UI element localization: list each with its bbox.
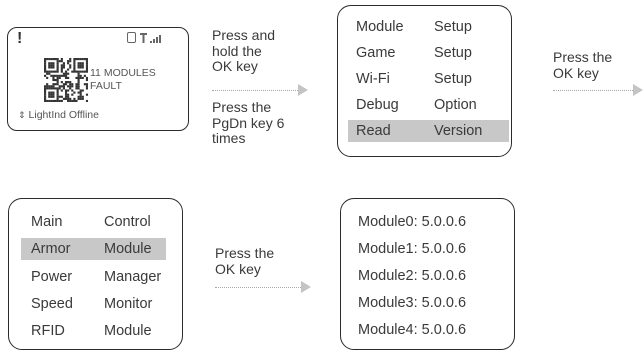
menu-screen-read: Main Control Armor Module Power Manager …	[8, 198, 183, 350]
step1-line: PgDn key 6	[212, 114, 285, 131]
offline-label: LightInd Offline	[28, 109, 99, 121]
signal-strength-icon	[140, 33, 161, 43]
alert-icon: !	[17, 30, 23, 47]
version-row: Module2: 5.0.0.6	[358, 268, 467, 284]
offline-status: ⇕LightInd Offline	[18, 109, 99, 121]
flow-arrow-icon	[298, 84, 308, 96]
menu-item-left: Main	[31, 214, 63, 230]
step1-line: OK key	[212, 58, 258, 74]
menu-item-right: Monitor	[104, 296, 153, 312]
menu-item-right: Module	[104, 323, 152, 339]
step3-instruction: Press the OK key	[215, 245, 275, 277]
step1-instruction-a: Press and hold the OK key	[212, 27, 276, 75]
menu-item-left: Armor	[31, 241, 71, 257]
menu-item-left: Module	[356, 19, 404, 35]
step1-line: Press the	[212, 99, 272, 115]
menu-row: Speed Monitor	[9, 293, 182, 315]
version-row: Module1: 5.0.0.6	[358, 241, 467, 257]
device-screen: ! 11 MODULES FAULT ⇕LightInd Offline	[7, 27, 189, 131]
menu-item-left: Power	[31, 269, 73, 285]
step2-instruction: Press the OK key	[553, 49, 613, 81]
menu-row-selected: Read Version	[348, 120, 509, 142]
status-line-1: 11 MODULES	[90, 67, 156, 79]
menu-row: Power Manager	[9, 266, 182, 288]
menu-row: Module Setup	[338, 16, 511, 38]
flow-arrow-line	[212, 90, 298, 91]
step1-line: Press and	[212, 27, 276, 43]
menu-item-right: Option	[434, 97, 477, 113]
menu-item-right: Version	[434, 123, 483, 139]
status-text: 11 MODULES FAULT	[90, 67, 156, 93]
menu-item-left: Speed	[31, 296, 73, 312]
menu-row: Wi-Fi Setup	[338, 68, 511, 90]
version-row: Module4: 5.0.0.6	[358, 322, 467, 338]
menu-screen-main: Module Setup Game Setup Wi-Fi Setup Debu…	[337, 5, 512, 157]
menu-item-left: Read	[356, 123, 391, 139]
menu-item-right: Setup	[434, 45, 472, 61]
menu-item-right: Module	[104, 241, 152, 257]
step2-line: Press the	[553, 49, 613, 65]
menu-item-right: Setup	[434, 71, 472, 87]
sim-card-icon	[127, 32, 136, 43]
qr-code-icon	[44, 58, 88, 102]
menu-row: RFID Module	[9, 320, 182, 342]
flow-arrow-line	[553, 90, 633, 91]
step1-line: times	[212, 130, 246, 146]
step1-instruction-b: Press the PgDn key 6 times	[212, 99, 285, 147]
menu-row: Game Setup	[338, 42, 511, 64]
menu-item-right: Control	[104, 214, 151, 230]
menu-item-left: Wi-Fi	[356, 71, 390, 87]
flow-arrow-icon	[633, 84, 643, 96]
up-down-arrow-icon: ⇕	[18, 110, 26, 120]
version-row: Module3: 5.0.0.6	[358, 295, 467, 311]
flow-arrow-icon	[301, 281, 311, 293]
step2-line: OK key	[553, 64, 599, 81]
status-line-2: FAULT	[90, 80, 122, 92]
menu-item-left: Game	[356, 45, 396, 61]
menu-row: Main Control	[9, 211, 182, 233]
step3-line: OK key	[215, 260, 261, 277]
menu-row-selected: Armor Module	[21, 238, 166, 260]
step3-line: Press the	[215, 245, 275, 261]
step1-line: hold the	[212, 42, 262, 59]
version-screen: Module0: 5.0.0.6 Module1: 5.0.0.6 Module…	[340, 198, 515, 350]
flow-arrow-line	[215, 287, 301, 288]
menu-item-right: Setup	[434, 19, 472, 35]
menu-item-left: Debug	[356, 97, 399, 113]
version-row: Module0: 5.0.0.6	[358, 214, 467, 230]
menu-item-right: Manager	[104, 269, 162, 285]
menu-row: Debug Option	[338, 94, 511, 116]
menu-item-left: RFID	[31, 323, 65, 339]
